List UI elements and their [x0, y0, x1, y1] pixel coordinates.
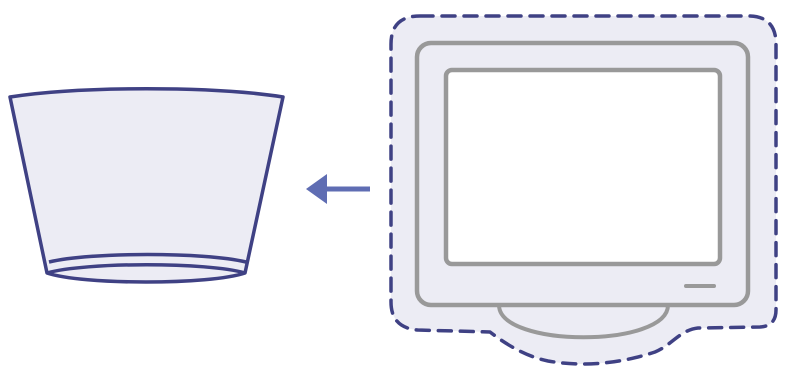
monitor-screen	[446, 70, 720, 264]
crt-monitor-icon	[417, 43, 748, 337]
arrow-head	[306, 174, 327, 204]
frustum-shape-icon	[10, 89, 283, 282]
arrow-left-icon	[306, 174, 370, 204]
